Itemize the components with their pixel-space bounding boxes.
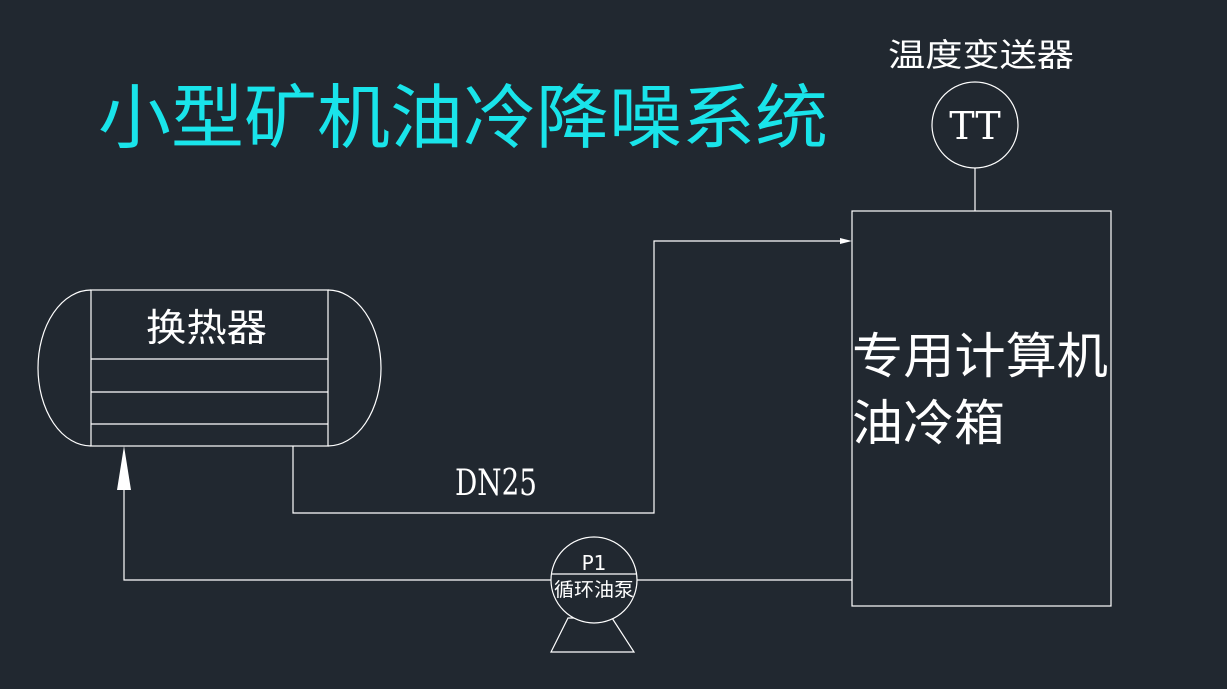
heat-exchanger-body [90,289,329,447]
supply-flow-arrow [840,238,852,244]
heat-exchanger-left-head [37,289,92,447]
return-pipe-pump-to-exchanger [123,468,551,581]
heat-exchanger [37,289,382,447]
heat-exchanger-right-head [327,289,382,447]
oil-tank-label-line2: 油冷箱 [852,395,1005,452]
pump-body [550,536,638,624]
transmitter-tag: TT [949,104,1000,148]
heat-exchanger-label: 换热器 [146,306,267,350]
oil-tank-label-line1: 专用计算机 [852,328,1108,385]
return-flow-arrow [117,446,131,490]
pump-tag: P1 [582,551,607,575]
supply-pipe [292,240,846,514]
transmitter-label: 温度变送器 [888,36,1074,74]
pipe-size-label: DN25 [455,463,537,504]
diagram-title: 小型矿机油冷降噪系统 [98,77,828,159]
circulation-pump [550,536,638,653]
oil-tank [851,210,1112,607]
pump-label: 循环油泵 [554,579,634,601]
